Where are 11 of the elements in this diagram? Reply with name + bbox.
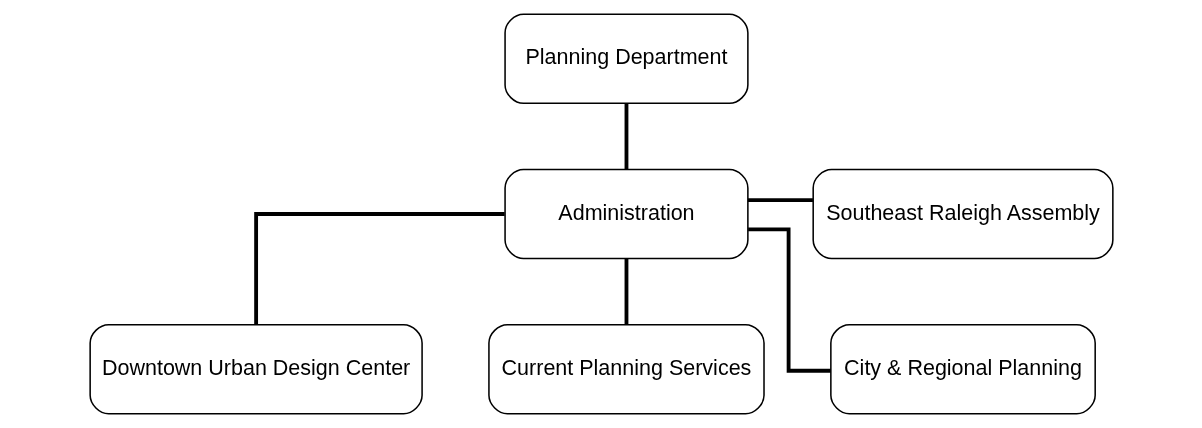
node-box: Southeast Raleigh Assembly (811, 168, 1114, 260)
node-box: City & Regional Planning (829, 323, 1096, 415)
node-box: Administration (503, 168, 749, 260)
node-box: Planning Department (503, 13, 749, 105)
connector (747, 198, 813, 203)
node-box: Downtown Urban Design Center (88, 323, 423, 415)
node-box: Current Planning Services (487, 323, 765, 415)
connector (624, 258, 628, 325)
connector (253, 212, 505, 325)
connector (624, 103, 628, 170)
connector (747, 227, 831, 373)
